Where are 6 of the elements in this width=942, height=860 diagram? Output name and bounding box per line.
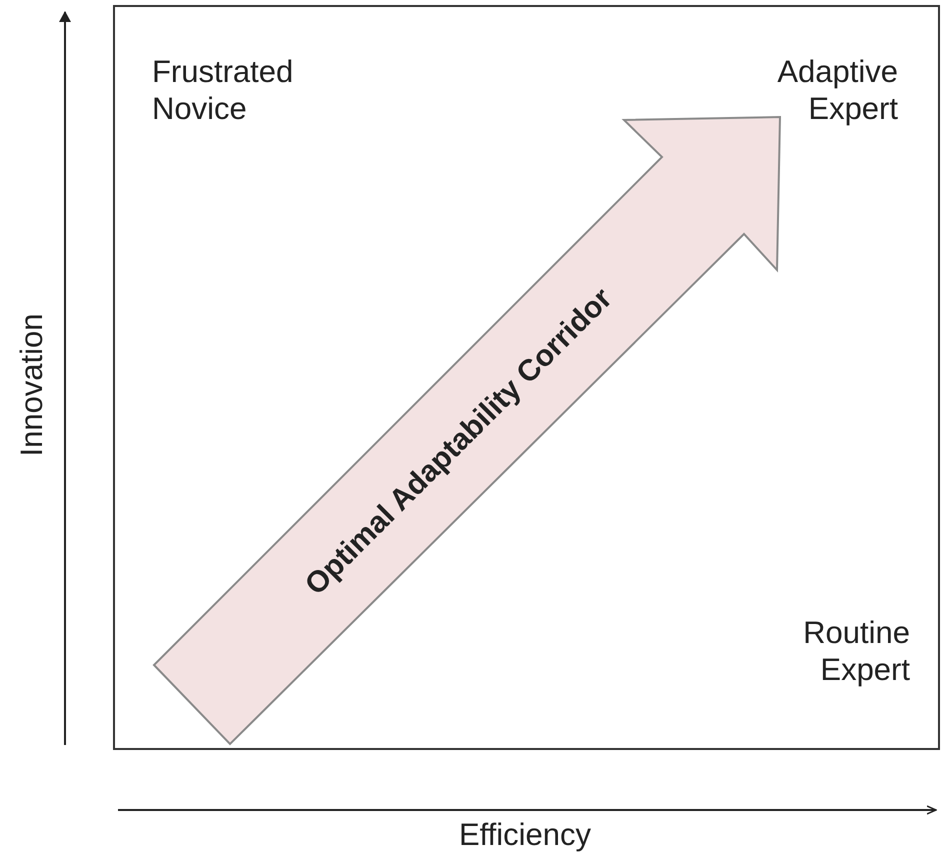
quadrant-label: Adaptive Expert [776, 53, 898, 127]
quadrant-frame [113, 5, 940, 750]
quadrant-label: Frustrated Novice [152, 53, 294, 127]
axis-label: Innovation [14, 313, 50, 457]
axis-label: Efficiency [458, 817, 592, 853]
quadrant-label: Routine Expert [802, 614, 910, 688]
